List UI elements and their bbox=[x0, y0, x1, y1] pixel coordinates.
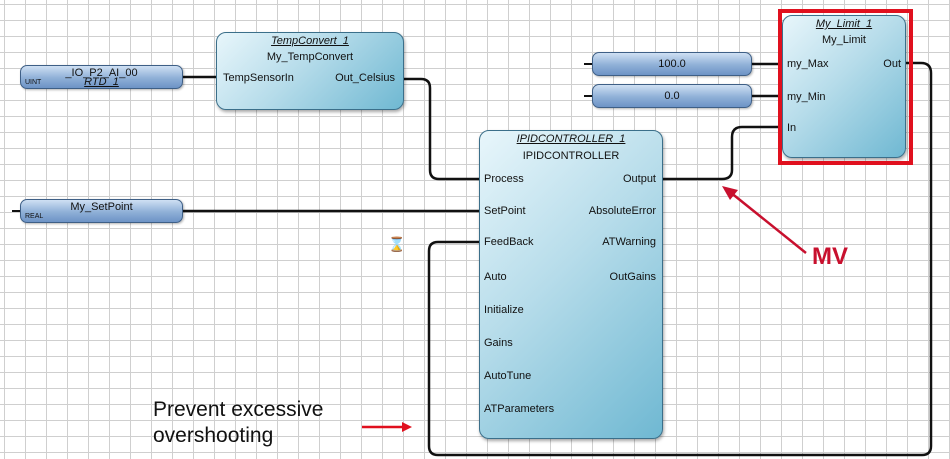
prevent-arrow bbox=[362, 422, 412, 432]
annotation-mv: MV bbox=[812, 243, 848, 270]
annotation-prevent-line1: Prevent excessive bbox=[153, 398, 324, 421]
io-variable-datatype: UINT bbox=[25, 79, 42, 86]
wire-output-to-limit bbox=[663, 125, 782, 181]
pid-type-name: IPIDCONTROLLER bbox=[522, 150, 620, 162]
annotation-prevent-overshoot: Prevent excessive overshooting bbox=[153, 397, 323, 449]
setpoint-variable-name: My_SetPoint bbox=[70, 201, 133, 213]
mv-arrow bbox=[722, 186, 807, 254]
pin-atparameters[interactable]: ATParameters bbox=[484, 403, 555, 415]
pid-block[interactable]: IPIDCONTROLLER_1 IPIDCONTROLLER Process … bbox=[479, 130, 663, 439]
pin-out-celsius[interactable]: Out_Celsius bbox=[335, 72, 395, 84]
wire-celsius-to-process bbox=[404, 77, 479, 181]
limit-block[interactable]: My_Limit_1 My_Limit my_Max my_Min In Out bbox=[782, 15, 906, 158]
limit-type-name: My_Limit bbox=[821, 34, 866, 46]
pin-output[interactable]: Output bbox=[622, 173, 656, 185]
wire-feedback bbox=[427, 61, 933, 457]
setpoint-variable-datatype: REAL bbox=[25, 213, 44, 220]
pin-auto[interactable]: Auto bbox=[484, 271, 507, 283]
pin-outgains[interactable]: OutGains bbox=[609, 271, 656, 283]
io-variable[interactable]: _IO_P2_AI_00 RTD_1 UINT bbox=[20, 65, 183, 89]
setpoint-variable[interactable]: My_SetPoint REAL bbox=[20, 199, 183, 223]
limit-highlight-box bbox=[778, 9, 913, 165]
pin-my-max[interactable]: my_Max bbox=[787, 58, 829, 70]
pin-tempsensorin[interactable]: TempSensorIn bbox=[223, 72, 294, 84]
annotation-prevent-line2: overshooting bbox=[153, 424, 274, 447]
io-variable-alias: RTD_1 bbox=[84, 76, 119, 88]
pin-autotune[interactable]: AutoTune bbox=[484, 370, 532, 382]
pin-out[interactable]: Out bbox=[883, 58, 901, 70]
constant-min[interactable]: 0.0 bbox=[592, 84, 752, 108]
cursor-icon: ⌛ bbox=[388, 236, 406, 252]
pin-gains[interactable]: Gains bbox=[484, 337, 513, 349]
pin-process[interactable]: Process bbox=[484, 173, 524, 185]
constant-max-value: 100.0 bbox=[658, 58, 686, 70]
io-variable-name: _IO_P2_AI_00 bbox=[65, 67, 138, 79]
tempconvert-block[interactable]: TempConvert_1 My_TempConvert TempSensorI… bbox=[216, 32, 404, 110]
constant-min-value: 0.0 bbox=[664, 90, 680, 102]
constant-max[interactable]: 100.0 bbox=[592, 52, 752, 76]
pin-feedback[interactable]: FeedBack bbox=[484, 236, 534, 248]
pin-absoluteerror[interactable]: AbsoluteError bbox=[588, 205, 656, 217]
tempconvert-type-name: My_TempConvert bbox=[266, 51, 354, 63]
limit-instance-name: My_Limit_1 bbox=[815, 18, 873, 30]
tempconvert-instance-name: TempConvert_1 bbox=[271, 35, 349, 47]
pin-in[interactable]: In bbox=[787, 122, 797, 134]
pid-instance-name: IPIDCONTROLLER_1 bbox=[516, 133, 626, 145]
pin-atwarning[interactable]: ATWarning bbox=[602, 236, 656, 248]
pin-my-min[interactable]: my_Min bbox=[787, 91, 826, 103]
pin-setpoint[interactable]: SetPoint bbox=[484, 205, 526, 217]
pin-initialize[interactable]: Initialize bbox=[484, 304, 524, 316]
